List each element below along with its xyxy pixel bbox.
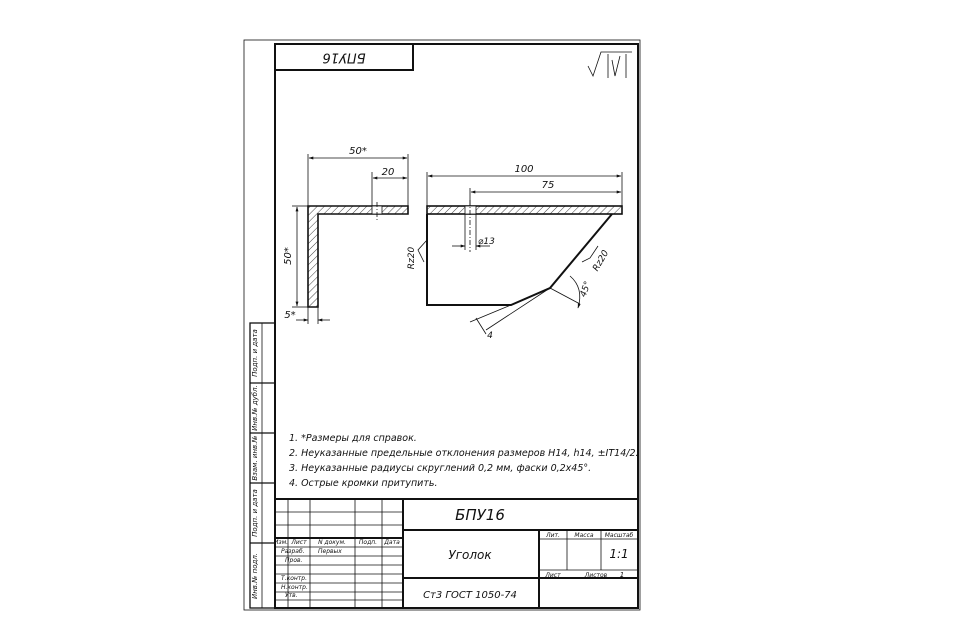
strip-label-5: Инв.№ подл. (251, 553, 259, 599)
top-stamp-box (274, 43, 414, 71)
sheets-value: 1 (620, 571, 624, 579)
head-sheet: Лист (290, 539, 307, 546)
note-1: 1. *Размеры для справок. (289, 433, 417, 444)
role-approved: Утв. (285, 592, 298, 599)
dim-small: 4 (487, 331, 493, 341)
technical-notes: 1. *Размеры для справок. 2. Неуказанные … (289, 433, 639, 489)
sheet-label: Лист (544, 572, 561, 579)
side-strip: Подп. и дата Инв.№ дубл. Взам. инв.№ Под… (249, 322, 276, 609)
dim-hole-dia: ⌀13 (478, 237, 495, 247)
note-2: 2. Неуказанные предельные отклонения раз… (289, 448, 639, 459)
flange-section (426, 205, 623, 215)
head-sign: Подп. (359, 539, 377, 546)
roughness-right: Rz20 (591, 249, 611, 274)
strip-label-1: Подп. и дата (251, 329, 259, 377)
sheets-label: Листов (584, 572, 608, 579)
strip-label-2: Инв.№ дубл. (251, 385, 259, 431)
roughness-mark-icon (587, 51, 632, 78)
role-ncontrol: Н.контр. (281, 584, 308, 591)
note-3: 3. Неуказанные радиусы скруглений 0,2 мм… (289, 463, 591, 474)
dim-hole-offset: 20 (382, 167, 395, 178)
role-developer: Разраб. (281, 548, 305, 555)
developer-name: Первых (318, 548, 342, 555)
dim-length: 100 (514, 164, 533, 175)
role-tcontrol: Т.контр. (281, 575, 307, 582)
dim-thickness: 5* (284, 310, 295, 321)
head-doc: N докум. (318, 539, 346, 546)
roughness-left: Rz20 (407, 247, 417, 270)
dim-angle: 45° (579, 280, 594, 298)
top-stamp-number: БПУ16 (322, 50, 365, 65)
dim-width: 50* (349, 146, 367, 157)
role-checker: Пров. (285, 557, 303, 564)
sheet-trim (243, 39, 641, 611)
part-name: Уголок (448, 548, 492, 562)
front-view: 50* 20 50* 5* (283, 146, 409, 324)
material: Ст3 ГОСТ 1050-74 (423, 590, 517, 601)
strip-label-4: Подп. и дата (251, 489, 259, 537)
col-lit: Лит. (545, 532, 560, 539)
col-scale: Масштаб (605, 532, 634, 539)
head-change: Изм. (274, 539, 288, 546)
designation: БПУ16 (455, 506, 505, 524)
strip-label-3: Взам. инв.№ (251, 435, 259, 480)
plan-view: 100 75 ⌀13 Rz20 Rz20 45° 4 (407, 164, 623, 341)
head-date: Дата (383, 539, 400, 546)
plan-hole-cutout (464, 205, 477, 215)
note-4: 4. Острые кромки притупить. (289, 478, 438, 489)
dim-height: 50* (283, 247, 294, 265)
title-block: Изм. Лист N докум. Подп. Дата Разраб. Пе… (274, 498, 639, 609)
col-mass: Масса (574, 532, 593, 539)
dim-hole-pos: 75 (542, 180, 555, 191)
scale-value: 1:1 (609, 547, 628, 561)
angle-profile-section (307, 205, 409, 308)
